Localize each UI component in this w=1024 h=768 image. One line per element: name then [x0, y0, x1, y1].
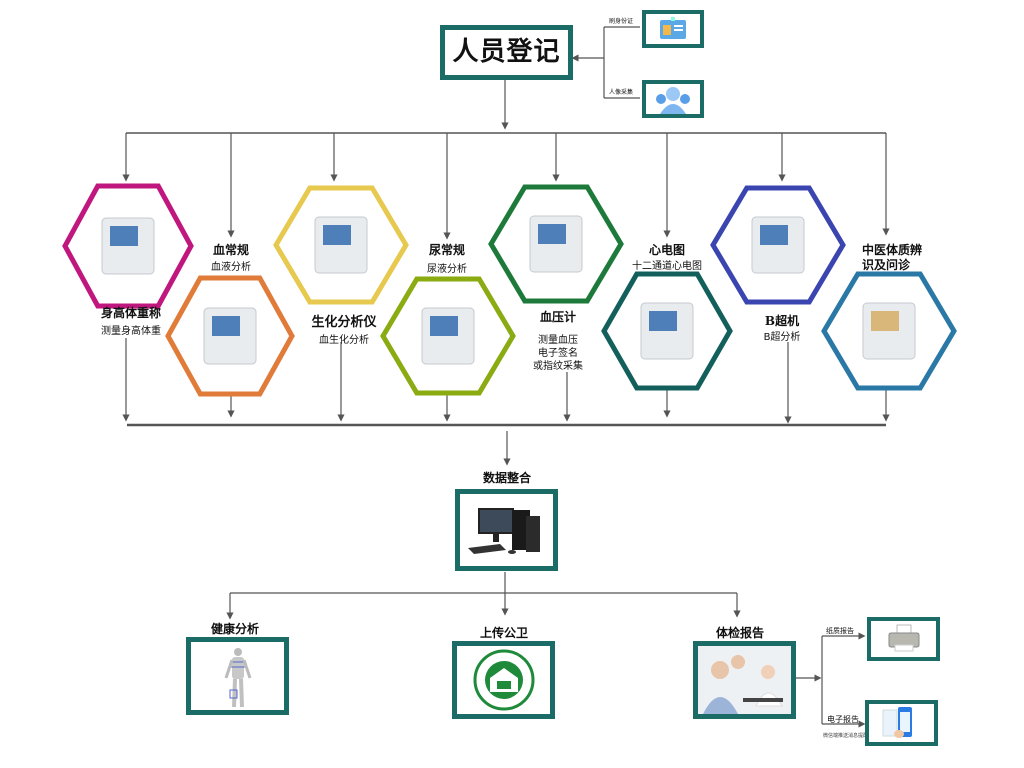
blood-pressure-monitor-icon — [529, 215, 583, 273]
desktop-computer-icon — [468, 508, 540, 554]
electronic-report-label: 电子报告 — [827, 715, 859, 724]
device-name: 血压计 — [539, 310, 576, 324]
device-desc: 或指纹采集 — [533, 361, 583, 372]
id-card-label: 刷身份证 — [609, 18, 634, 25]
device-hexagon[interactable] — [379, 275, 517, 397]
mobile-report-icon — [882, 707, 912, 738]
face-capture-icon — [656, 87, 690, 114]
id-card-icon — [660, 17, 686, 39]
device-name: 识及问诊 — [862, 258, 911, 272]
output-title: 体检报告 — [716, 626, 765, 640]
ecg-machine-icon — [640, 302, 694, 360]
face-capture-box[interactable] — [642, 80, 704, 118]
device-name: 血常规 — [212, 243, 249, 257]
paper-report-label: 纸质报告 — [826, 627, 854, 635]
integration-title: 数据整合 — [482, 471, 531, 485]
device-desc: 测量血压 — [538, 335, 578, 346]
public-health-upload-box[interactable] — [452, 641, 555, 719]
device-name: B超机 — [764, 314, 800, 328]
device-name: 生化分析仪 — [311, 315, 377, 330]
device-name: 身高体重称 — [100, 306, 161, 320]
device-name: 中医体质辨 — [862, 243, 923, 257]
device-desc: 尿液分析 — [427, 264, 467, 275]
device-name: 心电图 — [648, 243, 685, 257]
electronic-report-note: 微信端推送消息提醒 — [823, 733, 869, 739]
device-hexagon[interactable] — [61, 182, 195, 310]
registration-title: 人员登记 — [452, 37, 561, 67]
device-hexagon[interactable] — [600, 270, 734, 392]
device-desc: 血生化分析 — [319, 335, 369, 346]
device-hexagon[interactable] — [487, 183, 625, 305]
device-hexagon[interactable] — [164, 274, 296, 398]
device-hexagon[interactable] — [272, 184, 410, 306]
device-hexagon[interactable] — [709, 184, 847, 306]
device-hexagon[interactable] — [820, 270, 958, 392]
height-weight-scale-icon — [101, 217, 155, 275]
health-analysis-box[interactable] — [186, 637, 289, 715]
blood-analyzer-icon — [203, 307, 257, 365]
output-title: 上传公卫 — [480, 626, 529, 640]
printer-icon — [888, 624, 920, 652]
integration-box[interactable] — [455, 489, 558, 571]
device-desc: B超分析 — [763, 332, 801, 343]
device-desc: 电子签名 — [538, 348, 578, 359]
tcm-constitution-poster-icon — [862, 302, 916, 360]
face-capture-label: 人像采集 — [609, 89, 634, 96]
device-desc: 十二通道心电图 — [632, 261, 702, 272]
urine-analyzer-icon — [421, 307, 475, 365]
id-card-box[interactable] — [642, 10, 704, 48]
output-title: 健康分析 — [211, 622, 260, 636]
body-model-icon — [224, 648, 252, 708]
device-desc: 血液分析 — [211, 262, 251, 273]
checkup-report-box[interactable] — [693, 641, 796, 719]
public-health-logo-icon — [473, 649, 535, 711]
device-name: 尿常规 — [428, 243, 465, 257]
paper-report-box[interactable] — [867, 617, 940, 661]
biochemistry-analyzer-icon — [314, 216, 368, 274]
checkup-photo-icon — [698, 646, 791, 714]
device-desc: 测量身高体重 — [101, 326, 161, 337]
ultrasound-machine-icon — [751, 216, 805, 274]
electronic-report-box[interactable] — [865, 700, 938, 746]
registration-box[interactable]: 人员登记 — [440, 25, 573, 80]
